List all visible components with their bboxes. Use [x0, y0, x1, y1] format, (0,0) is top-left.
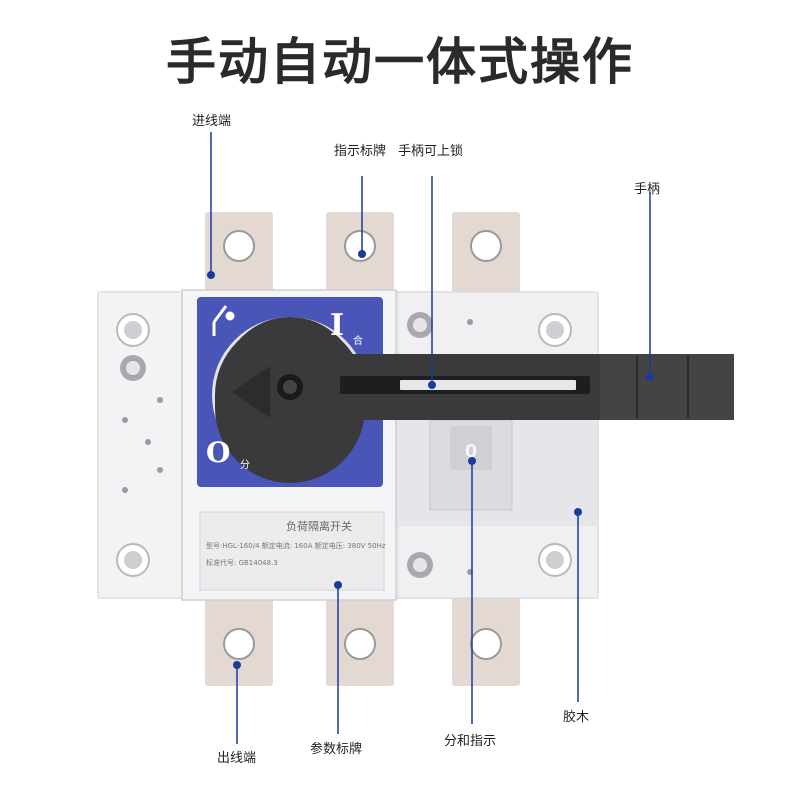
dial-on-symbol: I — [330, 308, 345, 343]
nameplate-model: 型号:HGL-160/4 额定电流: 160A 额定电压: 380V 50Hz — [206, 542, 386, 550]
label-inlet-terminal: 进线端 — [192, 114, 232, 129]
label-handle-lock: 手柄可上锁 — [398, 144, 464, 159]
nameplate-standard: 标准代号: GB14048.3 — [206, 559, 278, 567]
label-bakelite: 胶木 — [563, 710, 590, 725]
label-outlet-terminal: 出线端 — [217, 751, 257, 766]
dial-on-text: 合 — [353, 336, 363, 347]
label-on-off-indicator: 分和指示 — [444, 734, 497, 749]
top-terminals — [205, 212, 520, 308]
nameplate-product: 负荷隔离开关 — [286, 520, 352, 533]
label-indicator-plate: 指示标牌 — [334, 144, 387, 159]
dial-off-text: 分 — [240, 460, 250, 471]
page-title: 手动自动一体式操作 — [166, 33, 634, 91]
window-indicator: 0 — [465, 441, 478, 462]
label-handle: 手柄 — [634, 182, 661, 197]
label-parameter-plate: 参数标牌 — [310, 742, 363, 757]
bottom-terminals — [205, 590, 520, 686]
dial-off-symbol: O — [206, 436, 231, 469]
